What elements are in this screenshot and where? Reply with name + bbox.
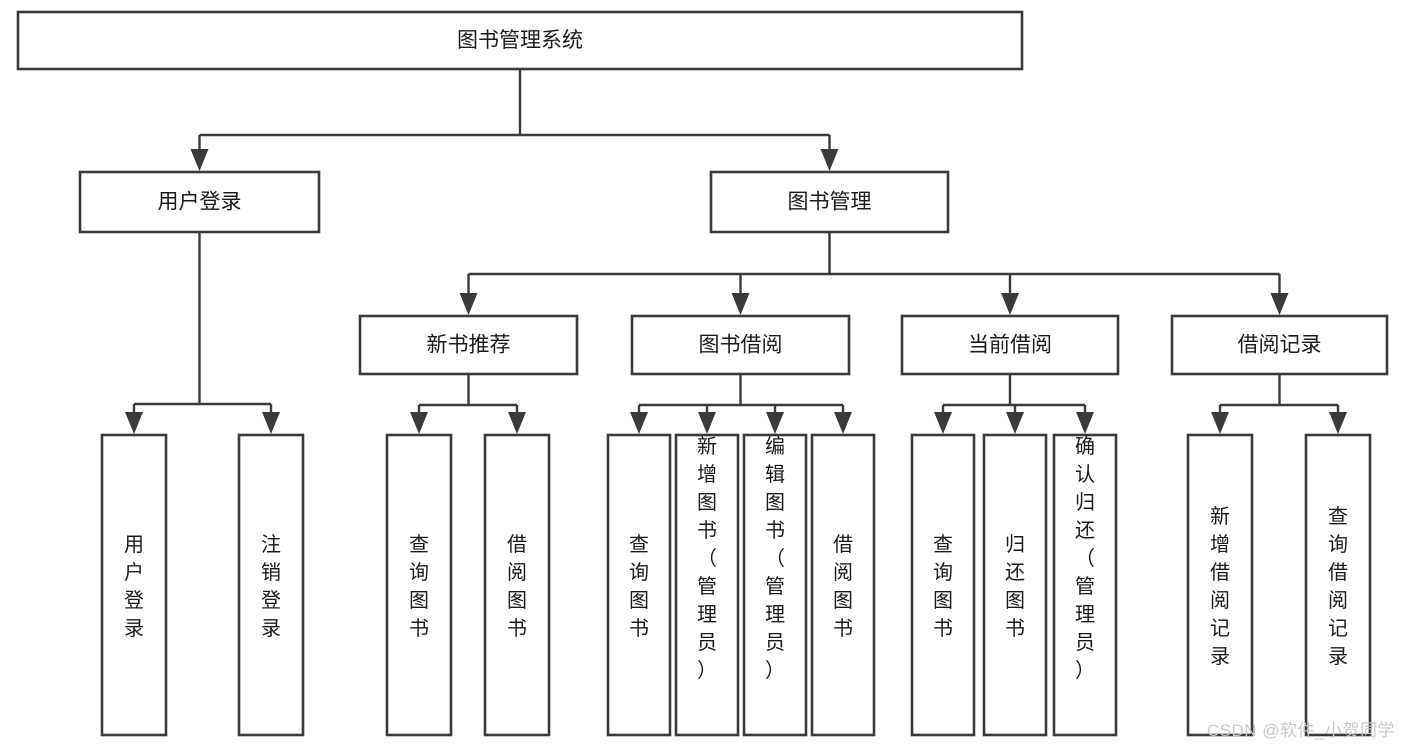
node-leaf-query-record-label: 查询借阅记录 (1328, 505, 1348, 668)
node-root[interactable]: 图书管理系统 (16, 10, 1024, 71)
node-leaf-query-book-1[interactable]: 查询图书 (385, 433, 453, 737)
arrow-head-icon (459, 293, 478, 315)
arrow-head-icon (1329, 412, 1347, 434)
node-leaf-logout-login-box (237, 433, 305, 737)
node-leaf-add-book-label: 新增图书（管理员） (697, 435, 717, 682)
node-user-login[interactable]: 用户登录 (78, 170, 321, 234)
node-book-borrow-label: 图书借阅 (699, 334, 783, 357)
node-leaf-edit-book[interactable]: 编辑图书（管理员） (742, 433, 808, 737)
node-current-borrow[interactable]: 当前借阅 (900, 314, 1120, 376)
connectors-layer (125, 69, 1347, 434)
node-leaf-user-login-box (100, 433, 168, 737)
arrow-head-icon (820, 149, 839, 171)
node-current-borrow-label: 当前借阅 (968, 334, 1052, 357)
arrow-head-icon (1006, 412, 1024, 434)
node-leaf-return-book-label: 归还图书 (1005, 533, 1025, 640)
node-user-login-box (78, 170, 321, 234)
arrow-head-icon (630, 412, 648, 434)
arrow-head-icon (1270, 293, 1289, 315)
node-leaf-return-book-box (982, 433, 1048, 737)
node-borrow-record-label: 借阅记录 (1238, 334, 1322, 357)
node-leaf-edit-book-box (742, 433, 808, 737)
arrow-head-icon (834, 412, 852, 434)
node-leaf-add-record[interactable]: 新增借阅记录 (1186, 433, 1254, 737)
node-leaf-borrow-book-1[interactable]: 借阅图书 (483, 433, 551, 737)
node-leaf-query-book-3-box (910, 433, 976, 737)
node-new-book-recommend-label: 新书推荐 (427, 334, 511, 357)
node-leaf-confirm-return[interactable]: 确认归还（管理员） (1052, 433, 1118, 737)
node-leaf-user-login-label: 用户登录 (124, 534, 144, 640)
node-leaf-logout-login-label: 注销登录 (261, 533, 281, 640)
node-leaf-query-book-1-box (385, 433, 453, 737)
node-root-box (16, 10, 1024, 71)
node-leaf-query-book-2[interactable]: 查询图书 (606, 433, 672, 737)
node-leaf-borrow-book-1-box (483, 433, 551, 737)
arrow-head-icon (698, 412, 716, 434)
node-leaf-user-login[interactable]: 用户登录 (100, 433, 168, 737)
node-leaf-query-book-3[interactable]: 查询图书 (910, 433, 976, 737)
arrow-head-icon (1211, 412, 1229, 434)
node-book-manage[interactable]: 图书管理 (709, 170, 950, 234)
node-leaf-logout-login[interactable]: 注销登录 (237, 433, 305, 737)
node-leaf-edit-book-label: 编辑图书（管理员） (765, 435, 785, 682)
node-leaf-add-book-box (674, 433, 740, 737)
node-leaf-return-book[interactable]: 归还图书 (982, 433, 1048, 737)
node-user-login-label: 用户登录 (158, 191, 242, 214)
arrow-head-icon (508, 412, 526, 434)
arrow-head-icon (410, 412, 428, 434)
node-new-book-recommend[interactable]: 新书推荐 (358, 314, 579, 376)
nodes-layer: 图书管理系统用户登录图书管理新书推荐图书借阅当前借阅借阅记录用户登录注销登录查询… (16, 10, 1389, 737)
arrow-head-icon (1076, 412, 1094, 434)
node-leaf-query-record[interactable]: 查询借阅记录 (1304, 433, 1372, 737)
node-leaf-query-book-3-label: 查询图书 (933, 533, 953, 640)
node-leaf-borrow-book-2[interactable]: 借阅图书 (810, 433, 876, 737)
node-root-label: 图书管理系统 (457, 29, 583, 52)
arrow-head-icon (731, 293, 750, 315)
node-leaf-confirm-return-box (1052, 433, 1118, 737)
arrow-head-icon (190, 149, 209, 171)
node-new-book-recommend-box (358, 314, 579, 376)
node-book-borrow-box (630, 314, 851, 376)
node-leaf-query-book-2-label: 查询图书 (629, 533, 649, 640)
node-leaf-add-record-box (1186, 433, 1254, 737)
arrow-head-icon (262, 412, 280, 434)
node-leaf-borrow-book-1-label: 借阅图书 (507, 533, 527, 640)
arrow-head-icon (766, 412, 784, 434)
arrow-head-icon (125, 412, 143, 434)
node-book-borrow[interactable]: 图书借阅 (630, 314, 851, 376)
node-borrow-record[interactable]: 借阅记录 (1170, 314, 1389, 376)
node-leaf-add-book[interactable]: 新增图书（管理员） (674, 433, 740, 737)
node-book-manage-box (709, 170, 950, 234)
node-borrow-record-box (1170, 314, 1389, 376)
csdn-watermark: CSDN @软件_小贺同学 (1206, 721, 1395, 740)
node-leaf-add-record-label: 新增借阅记录 (1210, 505, 1230, 668)
arrow-head-icon (1001, 293, 1019, 315)
arrow-head-icon (934, 412, 952, 434)
node-book-manage-label: 图书管理 (788, 191, 872, 214)
node-leaf-borrow-book-2-box (810, 433, 876, 737)
node-leaf-query-record-box (1304, 433, 1372, 737)
node-leaf-query-book-2-box (606, 433, 672, 737)
node-leaf-query-book-1-label: 查询图书 (409, 533, 429, 640)
node-leaf-confirm-return-label: 确认归还（管理员） (1075, 435, 1095, 682)
node-current-borrow-box (900, 314, 1120, 376)
node-leaf-borrow-book-2-label: 借阅图书 (833, 533, 853, 640)
